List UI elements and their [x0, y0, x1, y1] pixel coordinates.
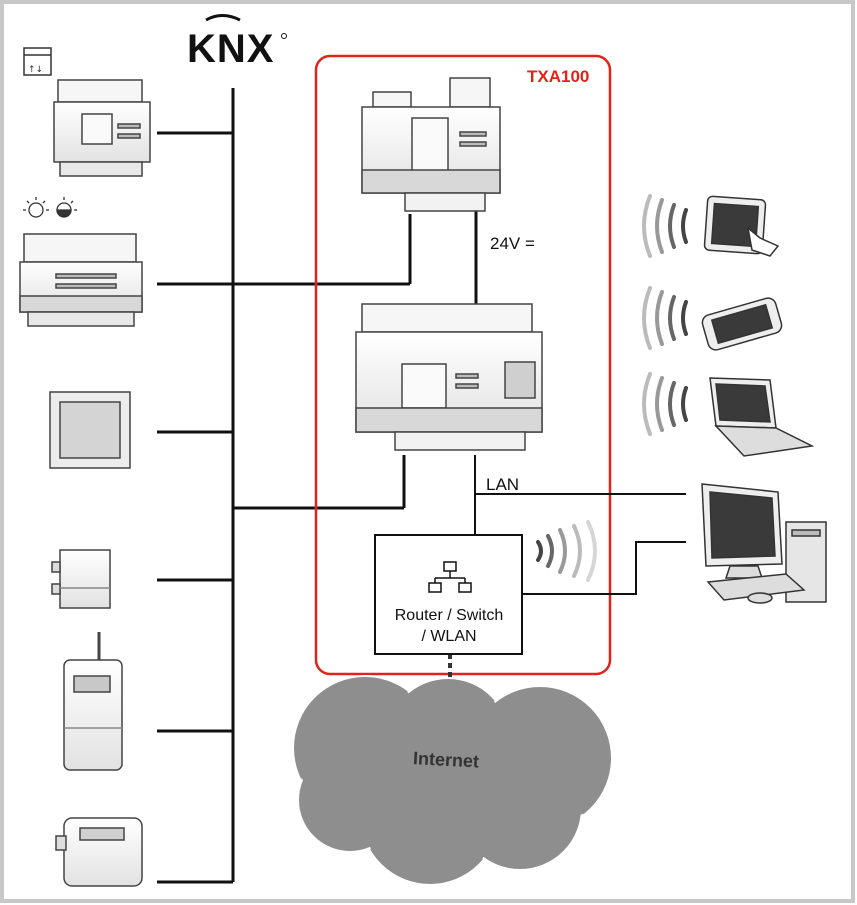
- wifi-icon: [536, 520, 597, 582]
- laptop-icon: [709, 377, 815, 457]
- sensor-module-device: [51, 549, 111, 609]
- router-switch: Router / Switch / WLAN: [374, 534, 523, 655]
- desktop-pc-icon: [701, 483, 827, 604]
- knx-logo-text: KNX: [187, 27, 274, 71]
- thermostat-device: [63, 632, 123, 771]
- blind-icon: ↑↓: [23, 47, 52, 76]
- txa100-device: [355, 303, 543, 451]
- txa100-gateway-box: [314, 54, 612, 676]
- router-label-line1: Router / Switch: [395, 607, 503, 624]
- svg-text:↑↓: ↑↓: [28, 65, 43, 75]
- lan-lines: [474, 455, 686, 595]
- smartphone-icon: [701, 297, 783, 351]
- knx-bus: [157, 88, 412, 884]
- lamp-icon: [23, 197, 77, 218]
- flush-actuator-device: [55, 817, 143, 887]
- power-label: 24V =: [490, 234, 535, 253]
- txa100-label: TXA100: [527, 67, 589, 86]
- blind-actuator-device: [53, 79, 151, 177]
- push-button-device: [49, 391, 131, 469]
- internet-label: Internet: [413, 748, 480, 771]
- knx-logo: KNX: [187, 14, 287, 71]
- lan-label: LAN: [486, 475, 519, 494]
- dimmer-actuator-device: [19, 233, 143, 327]
- client-signal-waves: [642, 194, 688, 436]
- tablet-icon: [703, 195, 780, 257]
- router-label-line2: / WLAN: [421, 628, 476, 645]
- network-icon: [428, 561, 472, 593]
- power-supply-device: [361, 77, 501, 212]
